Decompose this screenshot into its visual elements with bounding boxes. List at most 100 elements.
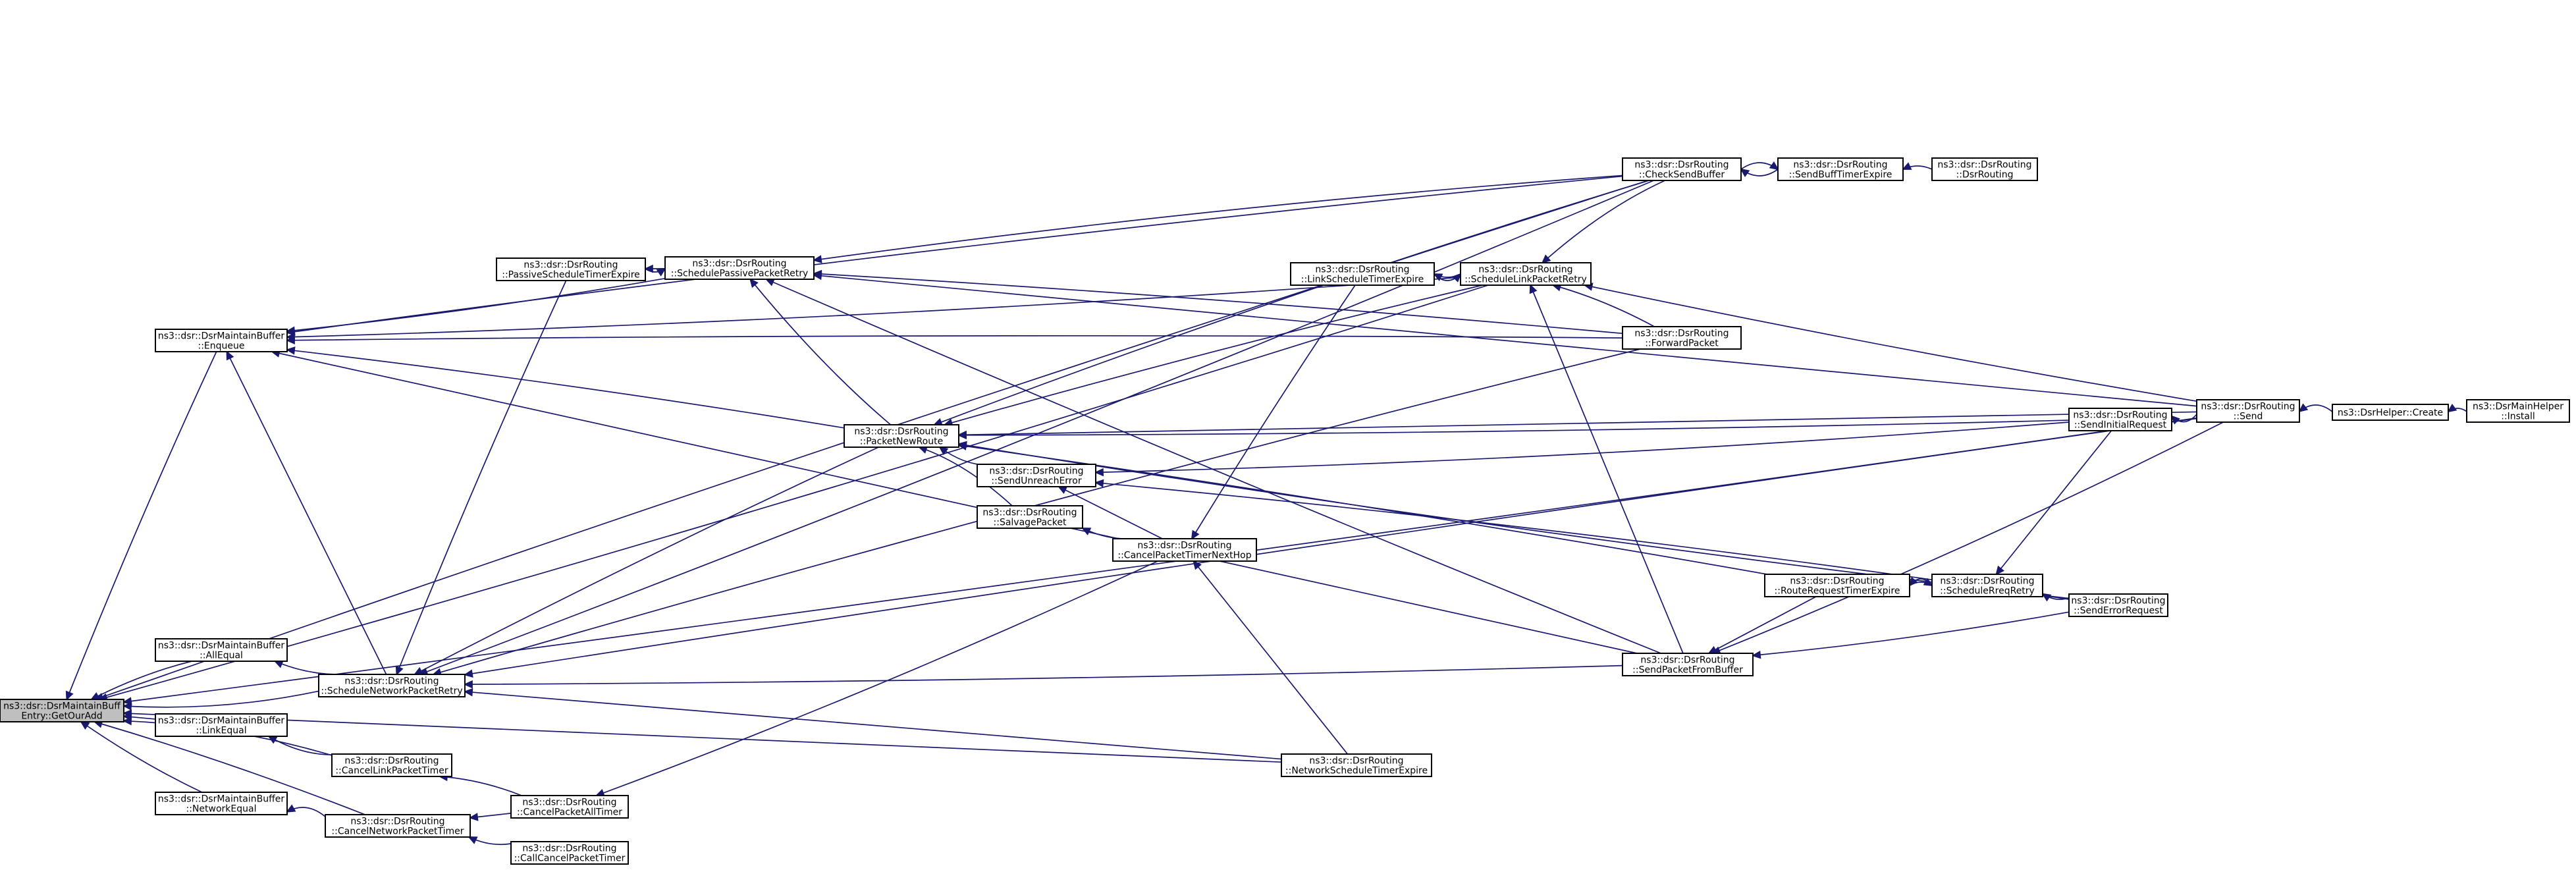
node-label-line: ::ForwardPacket — [1645, 339, 1719, 349]
node-linkEqual[interactable]: ns3::dsr::DsrMaintainBuffer::LinkEqual — [155, 713, 288, 737]
node-label-line: ::Enqueue — [198, 341, 244, 352]
node-label-line: ns3::DsrHelper::Create — [2338, 408, 2443, 418]
edge-line — [268, 736, 344, 755]
node-label-line: ::SendUnreachError — [991, 476, 1081, 487]
node-helperCreate[interactable]: ns3::DsrHelper::Create — [2332, 404, 2449, 421]
node-box — [1290, 262, 1435, 286]
node-mainInstall[interactable]: ns3::DsrMainHelper::Install — [2466, 399, 2570, 423]
node-label-line: ::LinkScheduleTimerExpire — [1301, 275, 1424, 285]
node-box — [1777, 157, 1904, 181]
node-label-line: ns3::dsr::DsrRouting — [350, 817, 444, 827]
edge-sendFromBuffer-to-enqueue — [270, 349, 1638, 654]
node-label-line: ::CancelLinkPacketTimer — [335, 766, 448, 776]
node-label-line: ns3::dsr::DsrMaintainBuffer — [158, 331, 284, 342]
edge-enqueue-to-root — [65, 351, 217, 701]
node-root[interactable]: ns3::dsr::DsrMaintainBuffEntry::GetOurAd… — [0, 699, 124, 722]
edge-helperCreate-to-send — [2298, 403, 2333, 412]
edge-send-to-schedNetRetry — [463, 418, 2197, 678]
node-label-line: ns3::dsr::DsrRouting — [2071, 596, 2165, 607]
node-linkSchedExpire[interactable]: ns3::dsr::DsrRouting::LinkScheduleTimerE… — [1290, 262, 1435, 286]
edge-allEqual-to-root — [90, 661, 192, 700]
node-box — [977, 464, 1096, 487]
node-routeReqExpire[interactable]: ns3::dsr::DsrRouting::RouteRequestTimerE… — [1764, 574, 1910, 597]
edge-line — [464, 664, 1623, 686]
node-label-line: ::RouteRequestTimerExpire — [1775, 586, 1900, 597]
node-label-line: ::AllEqual — [200, 651, 243, 661]
node-schedNetRetry[interactable]: ns3::dsr::DsrRouting::ScheduleNetworkPac… — [318, 674, 466, 697]
node-send[interactable]: ns3::dsr::DsrRouting::Send — [2196, 399, 2300, 423]
node-enqueue[interactable]: ns3::dsr::DsrMaintainBuffer::Enqueue — [155, 329, 288, 352]
node-label-line: ::CancelNetworkPacketTimer — [331, 827, 464, 837]
edge-line — [464, 691, 1282, 760]
node-schedRreq[interactable]: ns3::dsr::DsrRouting::ScheduleRreqRetry — [1931, 574, 2043, 597]
node-salvage[interactable]: ns3::dsr::DsrRouting::SalvagePacket — [977, 505, 1083, 529]
edge-dsrRouting-to-sendBuffExpire — [1902, 162, 1933, 170]
edge-line — [1530, 285, 1684, 654]
node-box — [155, 638, 288, 662]
node-label-line: ns3::dsr::DsrRouting — [344, 756, 439, 767]
arrowhead-icon — [2298, 403, 2309, 412]
edge-line — [123, 713, 1282, 763]
edge-line — [396, 280, 567, 675]
arrowhead-icon — [1541, 254, 1551, 264]
node-passiveExpire[interactable]: ns3::dsr::DsrRouting::PassiveScheduleTim… — [496, 258, 646, 281]
node-label-line: ns3::dsr::DsrMaintainBuff — [3, 701, 121, 712]
node-networkEqual[interactable]: ns3::dsr::DsrMaintainBuffer::NetworkEqua… — [155, 792, 288, 815]
node-label-line: ns3::dsr::DsrRouting — [2201, 402, 2295, 412]
node-box — [0, 699, 124, 722]
edge-linkSchedExpire-to-cancelNextHop — [1191, 285, 1356, 540]
node-dsrRouting[interactable]: ns3::dsr::DsrRouting::DsrRouting — [1931, 157, 2038, 181]
node-allEqual[interactable]: ns3::dsr::DsrMaintainBuffer::AllEqual — [155, 638, 288, 662]
node-cancelLinkTimer[interactable]: ns3::dsr::DsrRouting::CancelLinkPacketTi… — [331, 753, 452, 777]
node-cancelAllTimer[interactable]: ns3::dsr::DsrRouting::CancelPacketAllTim… — [510, 795, 629, 819]
node-box — [1281, 753, 1432, 777]
arrowhead-icon — [2170, 415, 2180, 425]
node-schedLinkRetry[interactable]: ns3::dsr::DsrRouting::ScheduleLinkPacket… — [1460, 262, 1592, 286]
node-netSchedExpire[interactable]: ns3::dsr::DsrRouting::NetworkScheduleTim… — [1281, 753, 1432, 777]
edge-line — [813, 175, 1623, 261]
node-callCancelTimer[interactable]: ns3::dsr::DsrRouting::CallCancelPacketTi… — [510, 841, 629, 865]
node-sendFromBuffer[interactable]: ns3::dsr::DsrRouting::SendPacketFromBuff… — [1622, 653, 1754, 676]
edge-sendFromBuffer-to-schedLinkRetry — [1529, 284, 1684, 654]
node-label-line: ns3::dsr::DsrRouting — [1640, 655, 1734, 666]
node-forwardPacket[interactable]: ns3::dsr::DsrRouting::ForwardPacket — [1622, 326, 1742, 350]
node-sendUnreach[interactable]: ns3::dsr::DsrRouting::SendUnreachError — [977, 464, 1096, 487]
node-label-line: ns3::dsr::DsrRouting — [1793, 160, 1887, 171]
node-label-line: ::Install — [2501, 412, 2535, 422]
arrowhead-icon — [1081, 528, 1092, 535]
arrowhead-icon — [1902, 162, 1912, 170]
arrowhead-icon — [463, 680, 473, 689]
node-sendErrReq[interactable]: ns3::dsr::DsrRouting::SendErrorRequest — [2068, 593, 2168, 617]
node-label-line: ::ScheduleRreqRetry — [1940, 586, 2035, 597]
node-label-line: ns3::dsr::DsrRouting — [989, 466, 1083, 477]
edge-routeReqExpire-to-schedRreq — [1909, 578, 1933, 587]
edge-line — [1095, 481, 2070, 600]
node-schedPassiveRetry[interactable]: ns3::dsr::DsrRouting::SchedulePassivePac… — [664, 256, 815, 280]
node-label-line: ns3::dsr::DsrMaintainBuffer — [158, 794, 284, 805]
arrowhead-icon — [1751, 650, 1761, 659]
node-label-line: ns3::dsr::DsrRouting — [522, 844, 616, 854]
node-cancelNetTimer[interactable]: ns3::dsr::DsrRouting::CancelNetworkPacke… — [325, 814, 471, 838]
node-packetNewRoute[interactable]: ns3::dsr::DsrRouting::PacketNewRoute — [844, 424, 959, 448]
node-cancelNextHop[interactable]: ns3::dsr::DsrRouting::CancelPacketTimerN… — [1112, 538, 1257, 562]
node-label-line: ns3::dsr::DsrRouting — [1137, 541, 1231, 551]
node-box — [325, 814, 471, 838]
edge-cancelAllTimer-to-cancelNetTimer — [468, 813, 512, 821]
arrowhead-icon — [286, 804, 296, 813]
node-sendInitReq[interactable]: ns3::dsr::DsrRouting::SendInitialRequest — [2068, 408, 2172, 431]
arrowhead-icon — [285, 327, 296, 336]
arrowhead-icon — [285, 336, 295, 345]
node-box — [1622, 653, 1754, 676]
node-checkSendBuffer[interactable]: ns3::dsr::DsrRouting::CheckSendBuffer — [1622, 157, 1742, 181]
node-box — [155, 713, 288, 737]
node-sendBuffExpire[interactable]: ns3::dsr::DsrRouting::SendBuffTimerExpir… — [1777, 157, 1904, 181]
arrowhead-icon — [1995, 565, 2004, 576]
edge-line — [91, 661, 192, 700]
arrowhead-icon — [2447, 404, 2457, 413]
node-label-line: ::PacketNewRoute — [860, 437, 943, 447]
nodes-layer: ns3::dsr::DsrMaintainBuffEntry::GetOurAd… — [0, 157, 2570, 865]
node-box — [2196, 399, 2300, 423]
node-label-line: ns3::dsr::DsrRouting — [523, 260, 618, 271]
arrowhead-icon — [957, 431, 967, 440]
